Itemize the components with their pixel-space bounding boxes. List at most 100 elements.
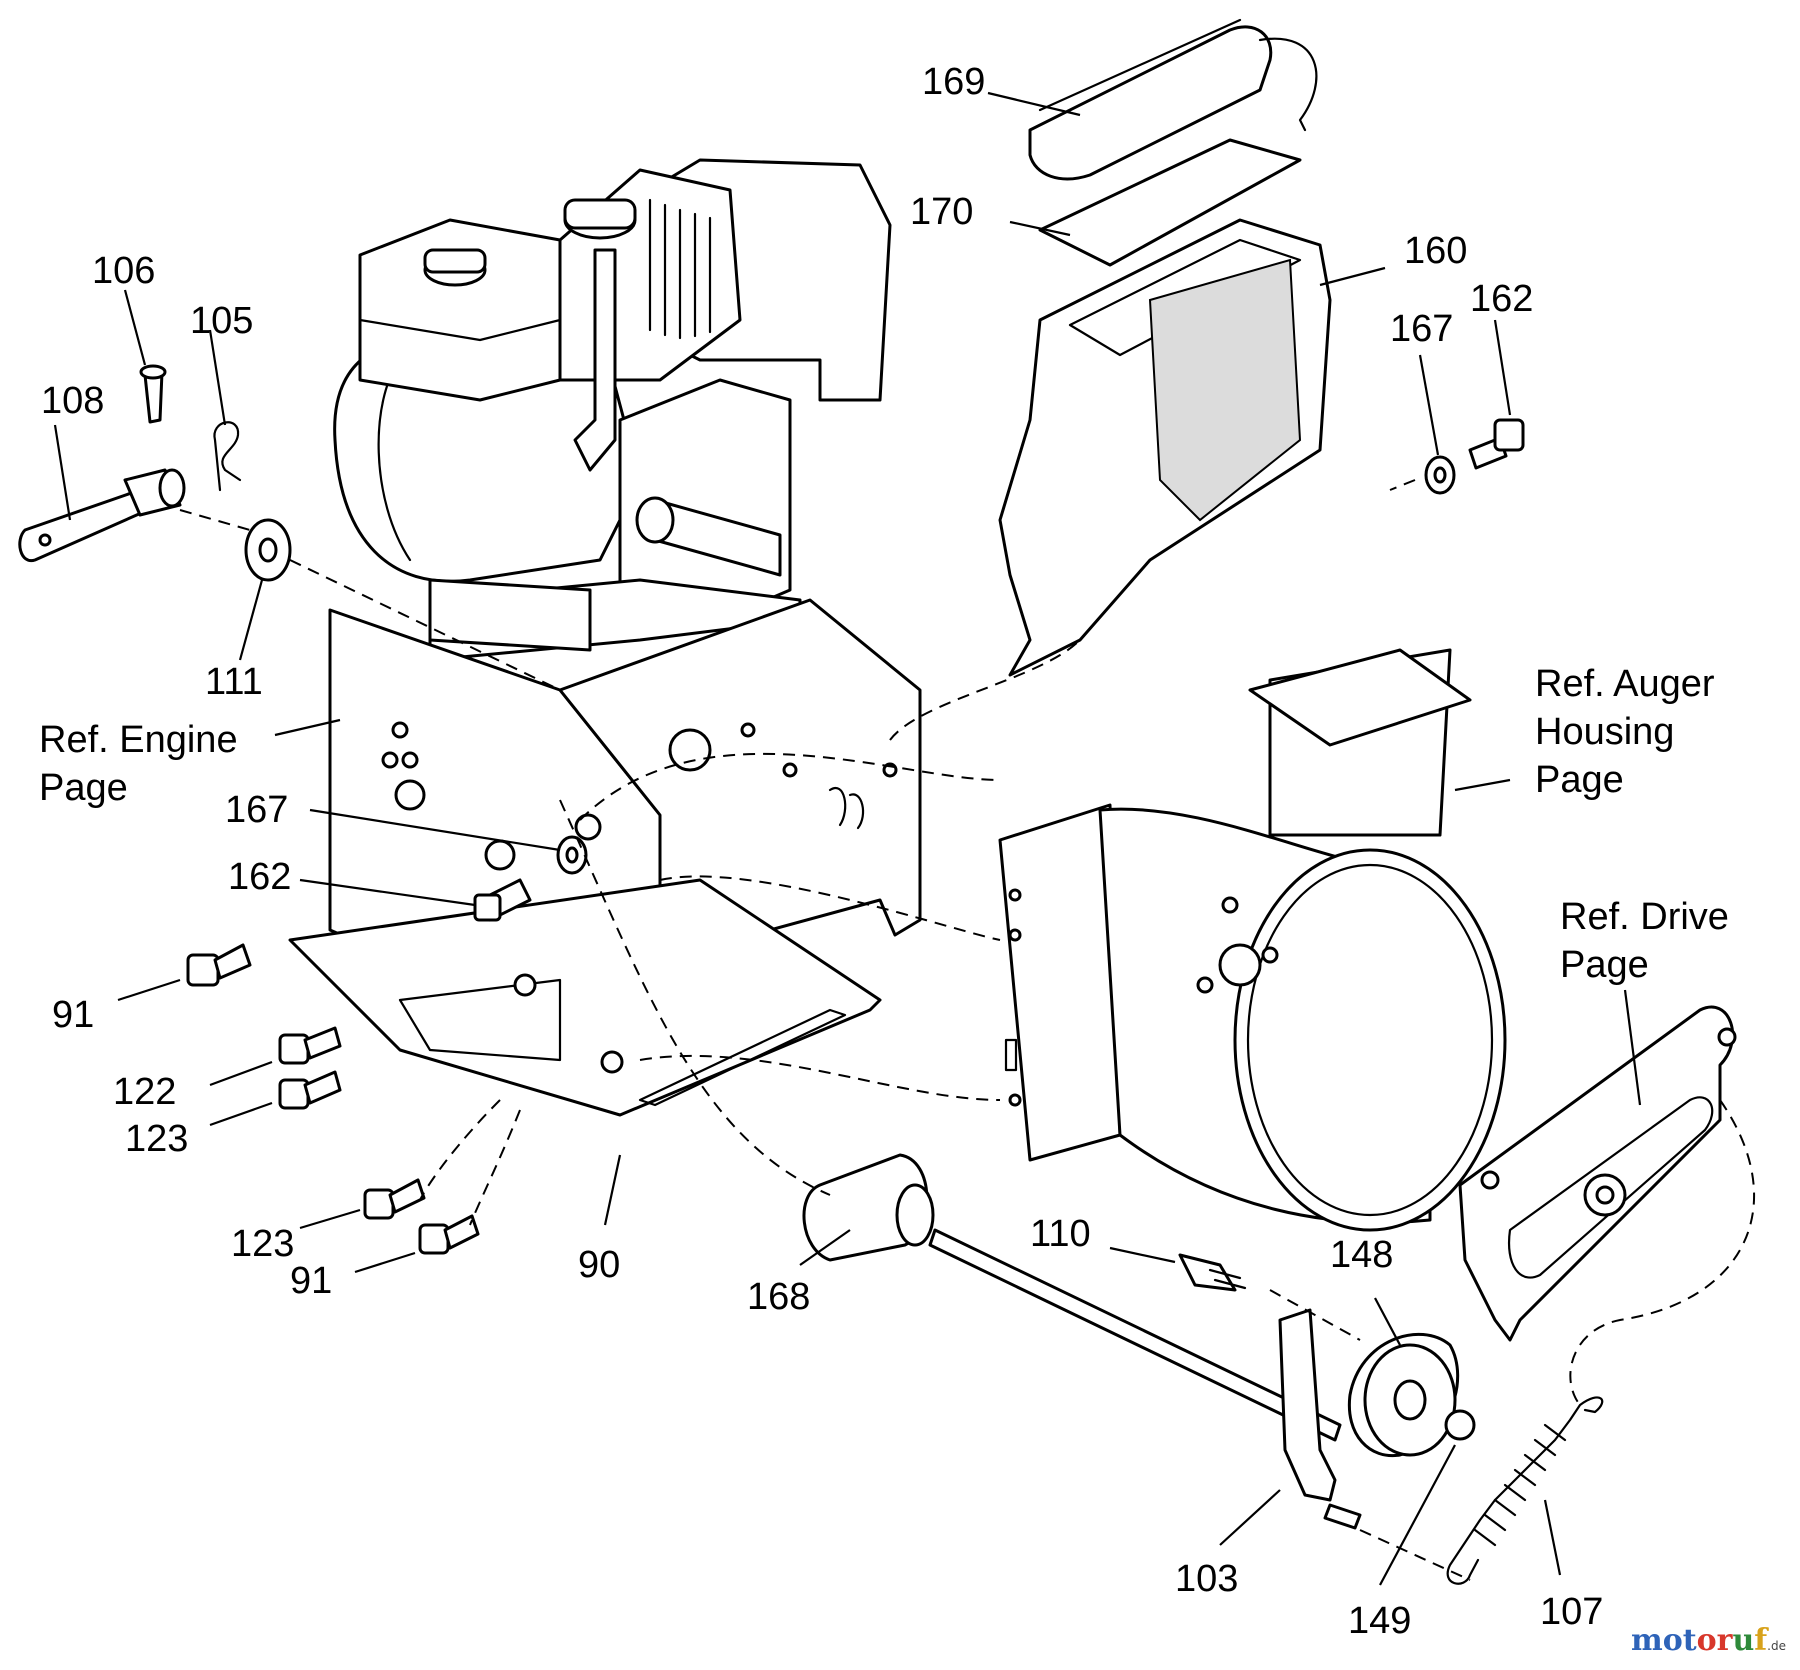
part-122-bolt-shank — [303, 1026, 342, 1060]
part-108-hole — [38, 533, 52, 547]
auger-housing-chute-top — [1248, 648, 1472, 747]
part-111-hole — [258, 537, 278, 563]
ref-auger-housing-page: Ref. Auger Housing Page — [1535, 660, 1715, 804]
leader-110 — [1109, 1246, 1176, 1264]
ref-auger-line-1: Ref. Auger — [1535, 663, 1715, 705]
ref-drive-line-1: Ref. Drive — [1560, 896, 1729, 938]
chute-adapter-top-rim — [1068, 238, 1302, 357]
cylinder-fins — [648, 198, 712, 340]
housing-slot — [1004, 1038, 1018, 1072]
frame-slot — [828, 786, 865, 830]
callout-160: 160 — [1404, 230, 1468, 272]
leader-91-top — [117, 978, 181, 1002]
assembly-path — [1569, 1099, 1755, 1406]
ref-engine-line-2: Page — [39, 767, 128, 809]
callout-167-mid: 167 — [225, 789, 289, 831]
housing-hole — [1008, 928, 1022, 942]
housing-hole — [1221, 896, 1239, 914]
frame-base-cutout — [398, 978, 562, 1062]
frame-base-slot — [638, 1008, 847, 1107]
assembly-path — [179, 509, 251, 531]
assembly-path — [559, 799, 831, 1196]
leader-170 — [1009, 220, 1071, 237]
drive-shaft — [928, 1228, 1342, 1442]
assembly-path — [1359, 1529, 1471, 1581]
part-91-bolt-top-shank — [213, 943, 252, 980]
housing-hole — [1261, 946, 1279, 964]
leader-91-bottom — [354, 1251, 416, 1274]
leader-ref-drive — [1623, 989, 1642, 1106]
fuel-tank-band — [358, 318, 562, 342]
leader-107 — [1543, 1499, 1562, 1576]
part-105-clip — [213, 421, 242, 492]
leader-149 — [1379, 1444, 1456, 1586]
leader-90 — [603, 1154, 622, 1226]
watermark-tld: .de — [1767, 1639, 1786, 1653]
part-167-washer-right-hole — [1433, 466, 1447, 484]
cover-169 — [1028, 25, 1273, 181]
engine-mount-block — [428, 578, 592, 652]
housing-hole — [1008, 888, 1022, 902]
leader-168 — [799, 1229, 851, 1266]
auger-housing-ring-inner — [1246, 863, 1494, 1217]
watermark-part-4: f — [1754, 1623, 1768, 1658]
frame-hole — [600, 1050, 624, 1074]
ref-auger-line-2: Housing — [1535, 711, 1675, 753]
leader-123-a — [209, 1101, 273, 1127]
part-149-nut — [1444, 1409, 1476, 1441]
frame-hole — [401, 751, 419, 769]
leader-lines — [53, 91, 1642, 1586]
callout-91-top: 91 — [52, 994, 95, 1036]
leader-122 — [209, 1060, 273, 1087]
callout-110: 110 — [1030, 1213, 1091, 1255]
callout-107: 107 — [1540, 1591, 1604, 1633]
fuel-tank — [358, 218, 562, 402]
callout-108: 108 — [41, 380, 105, 422]
part-162-bolt-right-head — [1493, 418, 1525, 452]
leader-160 — [1319, 266, 1386, 287]
part-168-bushing — [802, 1153, 929, 1262]
leader-ref-auger — [1454, 778, 1511, 792]
assembly-path — [579, 752, 1001, 821]
assembly-path — [889, 639, 1081, 741]
leader-148 — [1374, 1297, 1401, 1346]
leader-111 — [238, 579, 264, 661]
callout-168: 168 — [747, 1276, 811, 1318]
watermark-part-3: u — [1732, 1623, 1755, 1658]
frame-hole — [740, 722, 756, 738]
assembly-path — [469, 1109, 521, 1226]
drive-shaft-group — [802, 1153, 1604, 1585]
frame-hole — [574, 813, 602, 841]
callout-169: 169 — [922, 61, 986, 103]
small-parts-right-upper — [1424, 418, 1525, 495]
leader-123-b — [299, 1208, 361, 1230]
watermark-part-2: or — [1696, 1623, 1733, 1658]
assembly-path — [659, 875, 1001, 941]
part-123-bolt-a-shank — [303, 1070, 342, 1105]
assembly-path — [639, 1054, 1001, 1101]
part-107-spring — [1446, 1396, 1604, 1585]
auger-housing-ring — [1233, 848, 1507, 1232]
part-110-bolt-thread — [1208, 1268, 1247, 1290]
leader-167-right — [1418, 354, 1440, 456]
oil-fill-cap-top — [563, 198, 637, 230]
part-91-bolt-top — [186, 953, 220, 987]
callout-106: 106 — [92, 250, 156, 292]
leader-108 — [53, 424, 72, 521]
frame-hole — [381, 751, 399, 769]
frame-right-plate — [558, 598, 922, 962]
drive-bracket — [1458, 1005, 1737, 1342]
leader-162-right — [1493, 319, 1512, 416]
cover-169-rim — [1038, 18, 1242, 112]
callout-122: 122 — [113, 1071, 177, 1113]
housing-hole — [1218, 943, 1262, 987]
part-168-bushing-end — [895, 1183, 935, 1247]
crankshaft-end — [635, 496, 675, 544]
assembly-path — [1389, 479, 1416, 491]
callout-149: 149 — [1348, 1600, 1412, 1642]
chute-adapter-group — [998, 18, 1332, 677]
part-108-arm — [18, 488, 150, 563]
leader-105 — [208, 329, 227, 426]
